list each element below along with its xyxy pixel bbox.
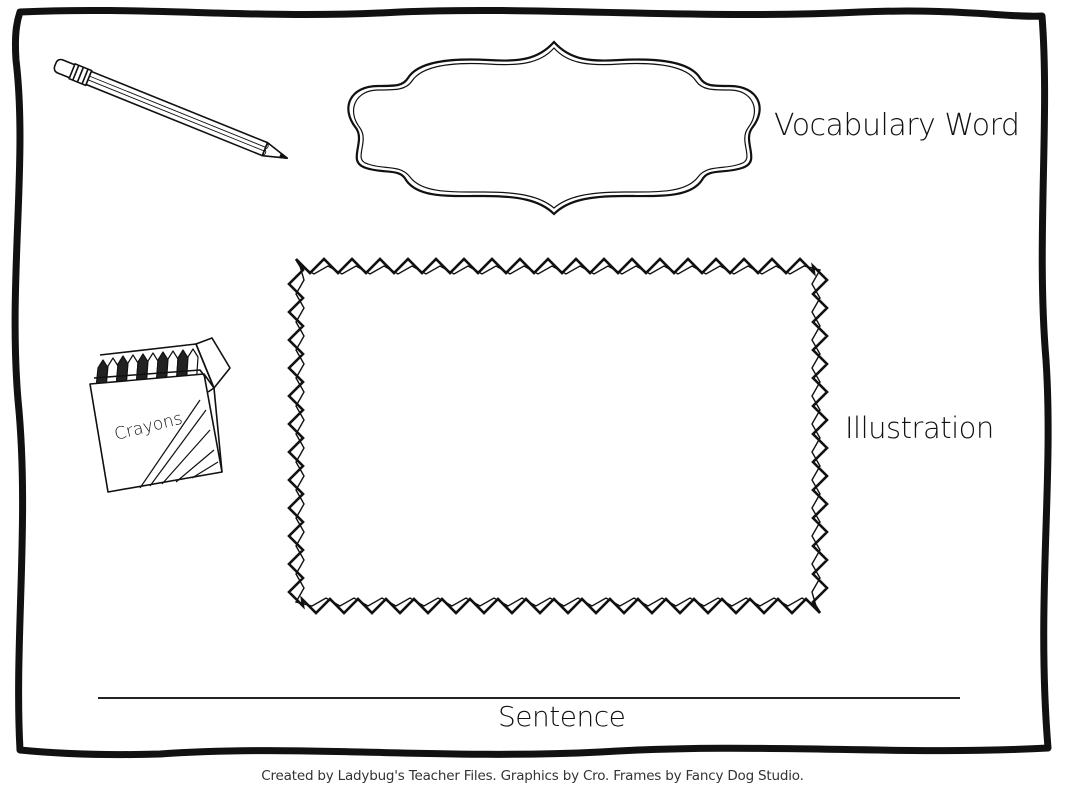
sentence-writing-line[interactable] — [98, 697, 960, 699]
illustration-drawing-area[interactable] — [305, 275, 810, 595]
illustration-frame — [287, 257, 829, 615]
vocabulary-word-frame — [347, 40, 761, 216]
credit-line: Created by Ladybug's Teacher Files. Grap… — [261, 768, 804, 784]
crayon-box-icon: Crayons — [89, 337, 231, 493]
vocabulary-word-writing-area[interactable] — [395, 60, 735, 195]
wavy-page-border — [11, 6, 1052, 759]
vocabulary-word-label: Vocabulary Word — [774, 108, 1020, 143]
pencil-icon — [53, 58, 288, 159]
illustration-label: Illustration — [845, 411, 994, 445]
sentence-label: Sentence — [498, 700, 626, 733]
